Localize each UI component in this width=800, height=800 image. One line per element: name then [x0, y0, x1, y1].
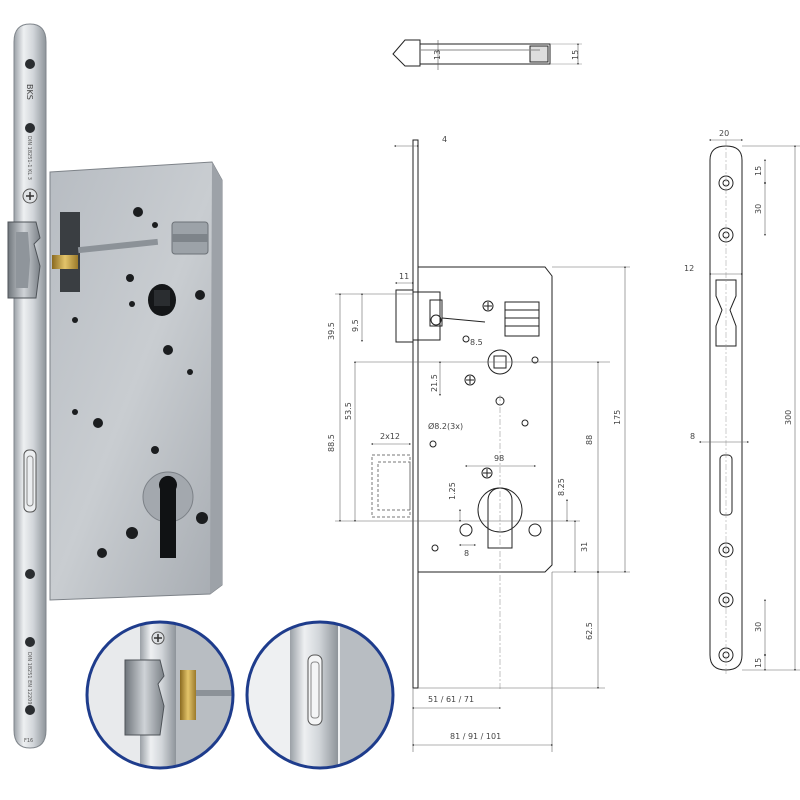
faceplate-stamp-top: DIN 18251-1 KL 3	[26, 136, 32, 180]
front-dim-11: 11	[399, 272, 409, 281]
front-dim-case: 81 / 91 / 101	[450, 732, 501, 741]
side-dim-15-top: 15	[754, 166, 763, 176]
front-view-dimension-lines	[335, 144, 630, 752]
faceplate	[13, 23, 47, 749]
front-dim-88-5: 88.5	[327, 434, 336, 452]
front-dim-1-25: 1.25	[448, 482, 457, 500]
front-dim-9-5: 9.5	[351, 319, 360, 332]
faceplate-size-mark: F16	[24, 738, 33, 744]
front-dim-2x12: 2x12	[380, 432, 400, 441]
svg-text:DIN 18251-1 KL 3: DIN 18251-1 KL 3	[26, 136, 32, 180]
detail-circle-bolt	[245, 620, 395, 770]
lock-photo: BKS DIN 18251-1 KL 3 DIN 18251 EN 12209 …	[7, 23, 223, 749]
detail-circle-latch	[85, 620, 235, 770]
svg-text:BKS: BKS	[25, 84, 34, 100]
front-dim-88: 88	[585, 435, 594, 445]
case-holes	[72, 207, 208, 558]
side-view-drawing	[709, 140, 743, 676]
front-dim-62-5: 62.5	[585, 622, 594, 640]
front-view-drawing	[371, 139, 553, 690]
front-dim-175: 175	[613, 410, 622, 425]
side-dim-30-top: 30	[754, 204, 763, 214]
front-dim-21-5: 21.5	[430, 374, 439, 392]
top-view-dim-15: 15	[571, 50, 580, 60]
svg-text:DIN 18251 EN 12209: DIN 18251 EN 12209	[26, 652, 32, 705]
front-dim-31: 31	[580, 542, 589, 552]
front-dim-98: 98	[494, 454, 504, 463]
front-dim-4: 4	[442, 135, 447, 144]
front-dim-39-5: 39.5	[327, 322, 336, 340]
front-dim-53-5: 53.5	[344, 402, 353, 420]
side-dim-12: 12	[684, 264, 694, 273]
front-label-hole: Ø8.2(3x)	[428, 421, 463, 431]
front-dim-backset: 51 / 61 / 71	[428, 695, 474, 704]
faceplate-screws	[25, 59, 35, 715]
front-label-8-5: 8.5	[470, 338, 483, 347]
side-view-dimension-lines	[698, 138, 800, 672]
faceplate-logo: BKS	[25, 84, 34, 100]
side-dim-15-bottom: 15	[754, 658, 763, 668]
front-dim-8-25: 8.25	[557, 478, 566, 496]
top-view-dim-13: 13	[433, 50, 442, 60]
cylinder-cutout	[159, 475, 178, 558]
side-dim-8: 8	[690, 432, 695, 441]
top-view-drawing	[392, 39, 582, 70]
brass-bolt	[52, 255, 78, 269]
side-dim-30-bottom: 30	[754, 622, 763, 632]
front-dim-8: 8	[464, 549, 469, 558]
faceplate-stamp-bottom: DIN 18251 EN 12209	[26, 652, 32, 705]
side-dim-20: 20	[719, 129, 729, 138]
side-dim-300: 300	[784, 410, 793, 425]
